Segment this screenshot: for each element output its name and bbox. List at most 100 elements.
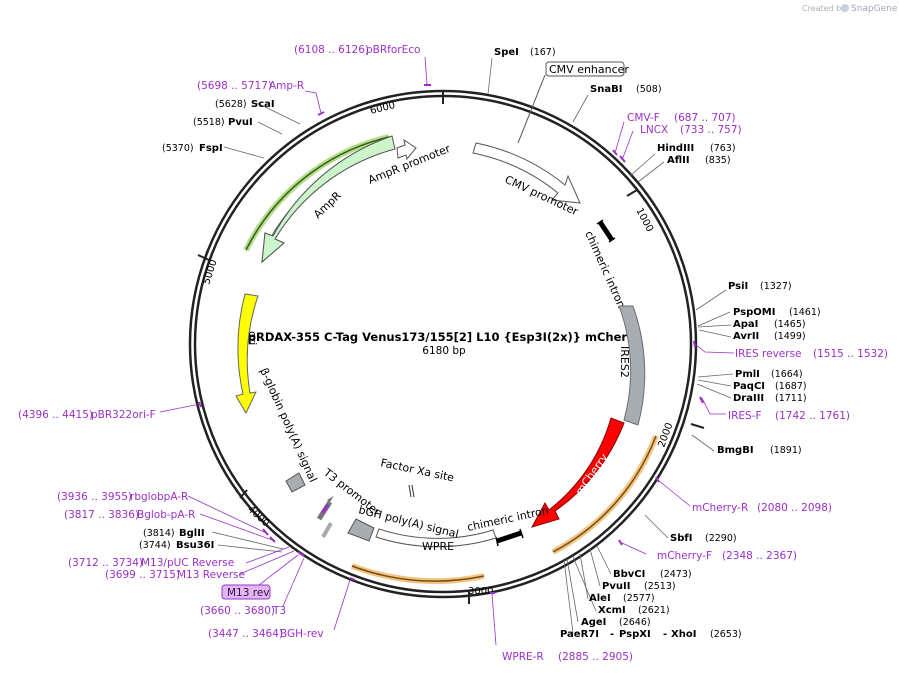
site-xcmi[interactable]: XcmI xyxy=(598,605,626,616)
highlight-ampr-line xyxy=(245,136,390,251)
feature-beta-globin-polya[interactable] xyxy=(285,472,306,493)
feature-ires2[interactable] xyxy=(618,305,646,426)
site-sbfi-pos: (2290) xyxy=(705,533,737,544)
site-xhoi-pos: (2653) xyxy=(710,629,742,640)
site-xhoi[interactable]: XhoI xyxy=(671,629,696,640)
site-bbvci-pos: (2473) xyxy=(660,569,692,580)
ring-ticks xyxy=(197,90,705,604)
primer-mcherry-r[interactable]: mCherry-R xyxy=(692,502,748,514)
site-apai-pos: (1465) xyxy=(774,319,806,330)
site-bbvci[interactable]: BbvCI xyxy=(613,569,645,580)
site-bglii-pos: (3814) xyxy=(143,528,175,539)
site-sep-2: - xyxy=(663,629,667,640)
feature-label-factor-xa: Factor Xa site xyxy=(379,456,455,484)
primer-m13-reverse[interactable]: M13 Reverse xyxy=(177,569,245,581)
feature-small-arrow xyxy=(321,522,333,538)
site-pvuii[interactable]: PvuII xyxy=(602,581,630,592)
feature-chimeric-intron-1[interactable] xyxy=(596,219,616,243)
site-avrii[interactable]: AvrII xyxy=(733,331,759,342)
site-apai[interactable]: ApaI xyxy=(733,319,758,330)
primer-mcherry-f[interactable]: mCherry-F xyxy=(657,550,712,562)
feature-chimeric-intron-2[interactable] xyxy=(495,528,524,547)
site-fspi[interactable]: FspI xyxy=(199,143,223,154)
site-bsu36i[interactable]: Bsu36I xyxy=(176,540,214,551)
site-paer7i[interactable]: PaeR7I xyxy=(560,629,599,640)
primer-ampr[interactable]: Amp-R xyxy=(269,80,304,92)
site-paqci[interactable]: PaqCI xyxy=(733,381,765,392)
highlight-wpre-line xyxy=(351,565,485,582)
primer-t3[interactable]: T3 xyxy=(272,605,286,617)
snapgene-brand: SnapGene xyxy=(851,4,898,14)
primer-lncx[interactable]: LNCX xyxy=(640,124,668,136)
svg-text:M13 rev: M13 rev xyxy=(227,587,270,599)
primer-mcherry-r-range: (2080 .. 2098) xyxy=(757,502,832,514)
site-bmgbi[interactable]: BmgBI xyxy=(717,445,754,456)
site-pmli-pos: (1664) xyxy=(771,369,803,380)
feature-bgh-polya[interactable] xyxy=(347,518,375,542)
site-xcmi-pos: (2621) xyxy=(638,605,670,616)
primer-ires-f[interactable]: IRES-F xyxy=(728,410,762,422)
site-aflii-pos: (835) xyxy=(705,155,731,166)
primer-bgh-rev[interactable]: BGH-rev xyxy=(280,628,324,640)
plasmid-name: pRDAX-355 C-Tag Venus173/155[2] L10 {Esp… xyxy=(248,330,641,344)
site-alei[interactable]: AleI xyxy=(589,593,611,604)
site-snabi-pos: (508) xyxy=(636,84,662,95)
site-bglii[interactable]: BglII xyxy=(179,528,205,539)
feature-cmv-promoter[interactable] xyxy=(472,142,581,204)
feature-label-chimeric-intron-2: chimeric intron xyxy=(466,504,550,534)
primer-cmv-f[interactable]: CMV-F xyxy=(627,112,660,124)
site-pspomi[interactable]: PspOMI xyxy=(733,307,775,318)
primer-rbglobpa-r[interactable]: rbglobpA-R xyxy=(130,491,188,503)
feature-label-wpre: WPRE xyxy=(422,540,454,553)
site-aflii[interactable]: AflII xyxy=(667,155,690,166)
primer-pbrforeco-range: (6108 .. 6126) xyxy=(294,44,369,56)
feature-ampr-body[interactable] xyxy=(261,135,396,264)
feature-cmv-enhancer-label: CMV enhancer xyxy=(517,61,629,144)
feature-factor-xa[interactable] xyxy=(408,484,415,498)
site-draiii[interactable]: DraIII xyxy=(733,393,764,404)
site-snabi[interactable]: SnaBI xyxy=(590,84,622,95)
feature-t3-promoter[interactable] xyxy=(316,496,334,521)
site-hindiii[interactable]: HindIII xyxy=(657,143,694,154)
primer-pbr322ori-f[interactable]: pBR322ori-F xyxy=(91,409,156,421)
primer-m13-puc-reverse[interactable]: M13/pUC Reverse xyxy=(141,557,234,569)
primer-bglob-pa-r[interactable]: Bglob-pA-R xyxy=(137,509,195,521)
feature-label-mcherry: mCherry xyxy=(573,451,611,498)
feature-ampr-promoter[interactable] xyxy=(396,138,417,161)
feature-wpre[interactable] xyxy=(375,528,497,548)
site-psii-pos: (1327) xyxy=(760,281,792,292)
tick-label-6000: 6000 xyxy=(369,100,396,117)
primer-rbglobpa-r-range: (3936 .. 3955) xyxy=(57,491,132,503)
feature-label-ires2: IRES2 xyxy=(618,346,631,378)
site-psii[interactable]: PsiI xyxy=(728,281,748,292)
feature-label-t3-promoter: T3 promoter xyxy=(320,466,383,519)
primer-t3-range: (3660 .. 3680) xyxy=(200,605,275,617)
primer-pbrforeco[interactable]: pBRforEco xyxy=(366,44,420,56)
primer-m13-rev-box[interactable]: M13 rev xyxy=(221,584,271,600)
site-sbfi[interactable]: SbfI xyxy=(670,533,692,544)
plasmid-length: 6180 bp xyxy=(422,345,466,357)
primer-ampr-range: (5698 .. 5717) xyxy=(197,80,272,92)
site-leader-lines xyxy=(211,57,734,634)
site-draiii-pos: (1711) xyxy=(775,393,807,404)
site-paqci-pos: (1687) xyxy=(775,381,807,392)
site-pvui-pos: (5518) xyxy=(193,117,225,128)
site-scai-pos: (5628) xyxy=(215,99,247,110)
feature-label-ori: ori xyxy=(246,331,259,345)
site-alei-pos: (2577) xyxy=(623,593,655,604)
site-sep-1: - xyxy=(610,629,614,640)
site-pvui[interactable]: PvuI xyxy=(228,117,253,128)
primer-m13-reverse-range: (3699 .. 3715) xyxy=(105,569,180,581)
feature-mcherry[interactable] xyxy=(530,417,625,528)
site-scai[interactable]: ScaI xyxy=(251,99,275,110)
tick-label-3000: 3000 xyxy=(468,586,493,597)
feature-ori[interactable] xyxy=(235,293,259,415)
site-spei[interactable]: SpeI xyxy=(494,47,519,58)
site-pspxi[interactable]: PspXI xyxy=(619,629,651,640)
primer-ires-reverse[interactable]: IRES reverse xyxy=(735,348,802,360)
site-agei[interactable]: AgeI xyxy=(581,617,606,628)
site-pmli[interactable]: PmlI xyxy=(735,369,760,380)
primer-wpre-r[interactable]: WPRE-R xyxy=(502,651,544,663)
svg-text:CMV enhancer: CMV enhancer xyxy=(549,63,629,76)
